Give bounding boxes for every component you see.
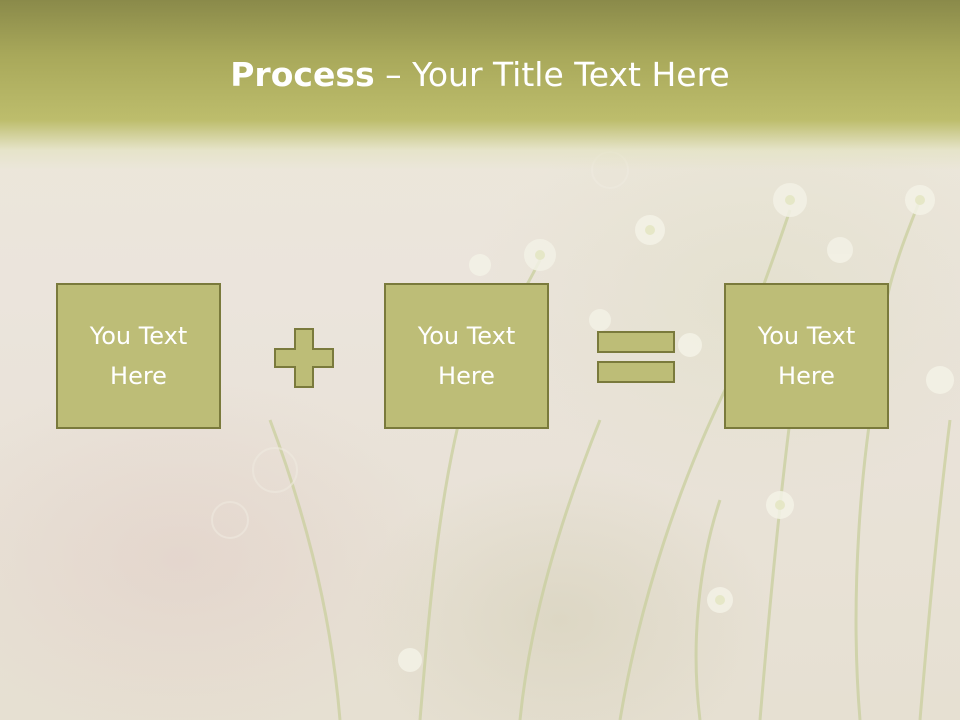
- plus-icon: [274, 328, 334, 388]
- process-box-1-label: You Text Here: [89, 322, 188, 390]
- equals-icon: [597, 331, 675, 383]
- title-bar: [0, 0, 960, 170]
- slide-title: Process – Your Title Text Here: [0, 52, 960, 98]
- process-box-3-label: You Text Here: [757, 322, 856, 390]
- process-box-2[interactable]: You Text Here: [384, 283, 549, 429]
- slide-title-strong: Process: [230, 55, 375, 94]
- process-box-2-label: You Text Here: [417, 322, 516, 390]
- process-box-3[interactable]: You Text Here: [724, 283, 889, 429]
- slide-title-rest: – Your Title Text Here: [374, 55, 730, 94]
- process-box-1[interactable]: You Text Here: [56, 283, 221, 429]
